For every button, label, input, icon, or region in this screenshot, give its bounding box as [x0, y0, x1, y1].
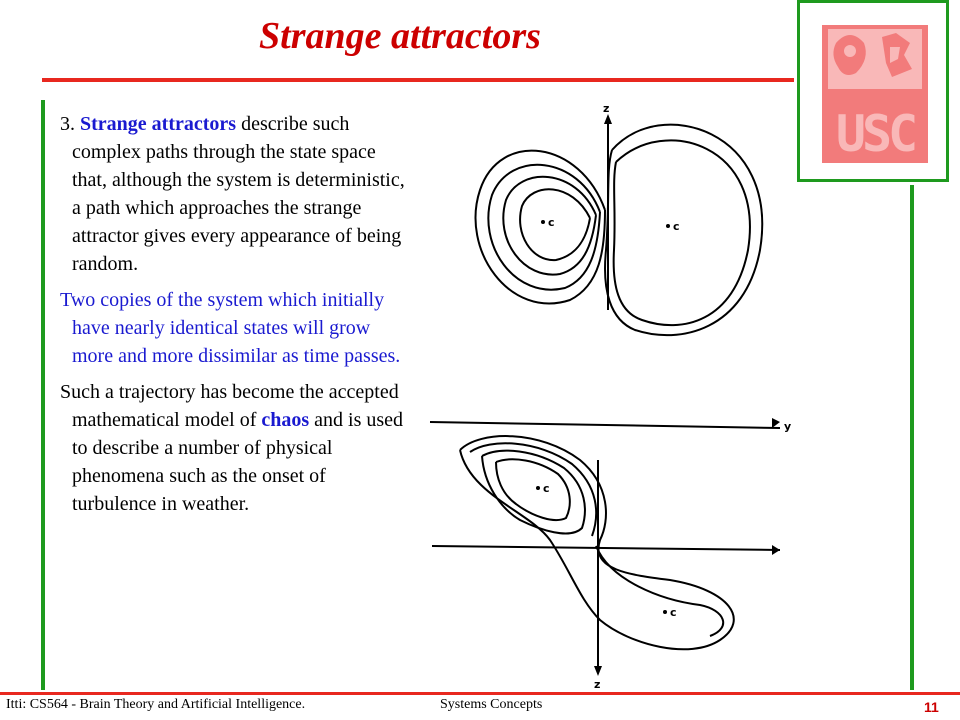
definition-text: describe such complex paths through the … [72, 113, 405, 275]
logo-text: USC [836, 105, 915, 163]
upper-left-loop-outer [474, 149, 606, 305]
strange-attractor-figure: z z y c c c c [429, 102, 791, 690]
axis-label-z-bottom: z [594, 678, 600, 690]
upper-left-loop-2 [487, 163, 601, 291]
point-label-lower-right: c [670, 606, 677, 619]
title-underline [42, 78, 794, 82]
fixed-point-lower-right [663, 610, 667, 614]
fixed-point-right [666, 224, 670, 228]
paragraph-number: 3. [60, 113, 80, 135]
z-axis-upper-arrow [604, 114, 612, 124]
fixed-point-left [541, 220, 545, 224]
upper-right-loop-outer [604, 123, 764, 337]
slide-title: Strange attractors [259, 15, 541, 57]
upper-left-loop-inner [519, 188, 591, 262]
lower-loop-3 [481, 449, 586, 535]
lower-loop-inner [495, 458, 571, 522]
footer-divider [0, 692, 960, 695]
usc-logo: USC [797, 0, 949, 182]
keyword-chaos: chaos [261, 409, 310, 431]
z-axis-lower-arrow [594, 666, 602, 676]
y-axis-lower-arrow [772, 545, 780, 555]
page-number: 11 [924, 699, 939, 715]
fixed-point-lower-left [536, 486, 540, 490]
right-border-line [910, 185, 914, 690]
upper-left-loop-3 [502, 175, 597, 276]
y-axis-upper-arrow [772, 418, 780, 428]
point-label-right: c [673, 220, 680, 233]
axis-label-z-top: z [603, 102, 609, 115]
axis-label-y: y [784, 420, 791, 433]
y-axis-lower [431, 545, 781, 551]
footer-course-title: Itti: CS564 - Brain Theory and Artificia… [6, 697, 306, 712]
left-border-line [41, 100, 45, 690]
lower-loop-2 [469, 442, 598, 537]
lower-loop-tail [595, 545, 725, 637]
keyword-strange-attractors: Strange attractors [80, 113, 237, 135]
chaos-text-after: and is used to describe a number of phys… [72, 409, 404, 515]
usc-logo-icon: USC [822, 25, 928, 163]
y-axis-upper [429, 421, 781, 429]
point-label-left: c [548, 216, 555, 229]
point-label-lower-left: c [543, 482, 550, 495]
chaos-text-before: Such a trajectory has become the accepte… [60, 381, 399, 431]
paragraph-definition: 3. Strange attractors describe such comp… [60, 110, 410, 278]
footer-section-title: Systems Concepts [440, 697, 543, 712]
body-text: 3. Strange attractors describe such comp… [60, 110, 410, 526]
lower-loop-outer [459, 435, 735, 651]
paragraph-sensitivity: Two copies of the system which initially… [60, 289, 401, 367]
paragraph-chaos: Such a trajectory has become the accepte… [60, 378, 410, 518]
upper-right-loop-inner [612, 139, 751, 327]
